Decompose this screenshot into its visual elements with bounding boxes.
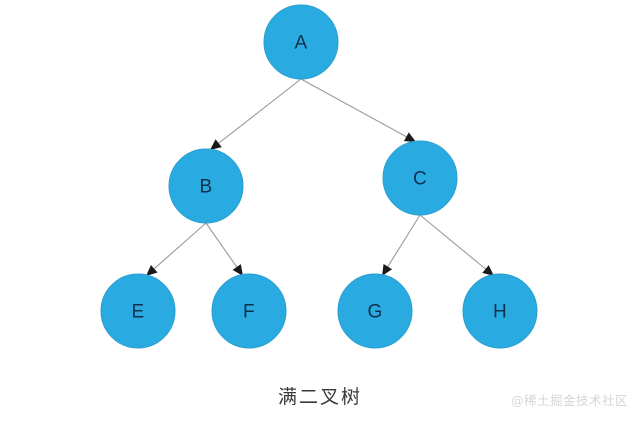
node-circle[interactable] — [168, 148, 244, 224]
edge-line — [419, 214, 486, 270]
node-label: H — [493, 302, 507, 323]
node-circle[interactable] — [382, 140, 458, 216]
edge-line — [387, 214, 421, 267]
arrow-head-icon — [210, 139, 222, 150]
tree-node-a[interactable]: A — [263, 4, 339, 80]
edge-line — [300, 78, 407, 138]
tree-node-c[interactable]: C — [382, 140, 458, 216]
node-label: B — [200, 177, 213, 198]
tree-node-f[interactable]: F — [211, 273, 287, 349]
tree-node-b[interactable]: B — [168, 148, 244, 224]
tree-node-h[interactable]: H — [462, 273, 538, 349]
node-label: E — [132, 302, 145, 323]
node-circle[interactable] — [211, 273, 287, 349]
node-label: C — [413, 169, 427, 190]
arrow-head-icon — [382, 264, 393, 276]
node-label: F — [243, 302, 255, 323]
diagram-caption: 满二叉树 — [277, 386, 362, 408]
edges-layer — [146, 78, 494, 276]
edge-a-to-b — [210, 78, 302, 150]
edge-c-to-g — [382, 214, 421, 276]
arrow-head-icon — [146, 264, 158, 276]
node-circle[interactable] — [263, 4, 339, 80]
arrow-head-icon — [403, 132, 416, 142]
edge-line — [205, 222, 238, 268]
tree-node-e[interactable]: E — [100, 273, 176, 349]
edge-a-to-c — [300, 78, 416, 142]
tree-node-g[interactable]: G — [337, 273, 413, 349]
edge-b-to-e — [146, 222, 207, 276]
arrow-head-icon — [232, 264, 243, 276]
node-circle[interactable] — [337, 273, 413, 349]
edge-line — [153, 222, 207, 270]
watermark-label: @稀土掘金技术社区 — [510, 393, 628, 408]
edge-b-to-f — [205, 222, 243, 276]
node-circle[interactable] — [100, 273, 176, 349]
edge-c-to-h — [419, 214, 494, 276]
nodes-layer: A B C E F G H — [100, 4, 538, 349]
arrow-head-icon — [482, 265, 494, 276]
node-circle[interactable] — [462, 273, 538, 349]
edge-line — [218, 78, 302, 144]
node-label: A — [295, 33, 308, 54]
node-label: G — [367, 302, 382, 323]
